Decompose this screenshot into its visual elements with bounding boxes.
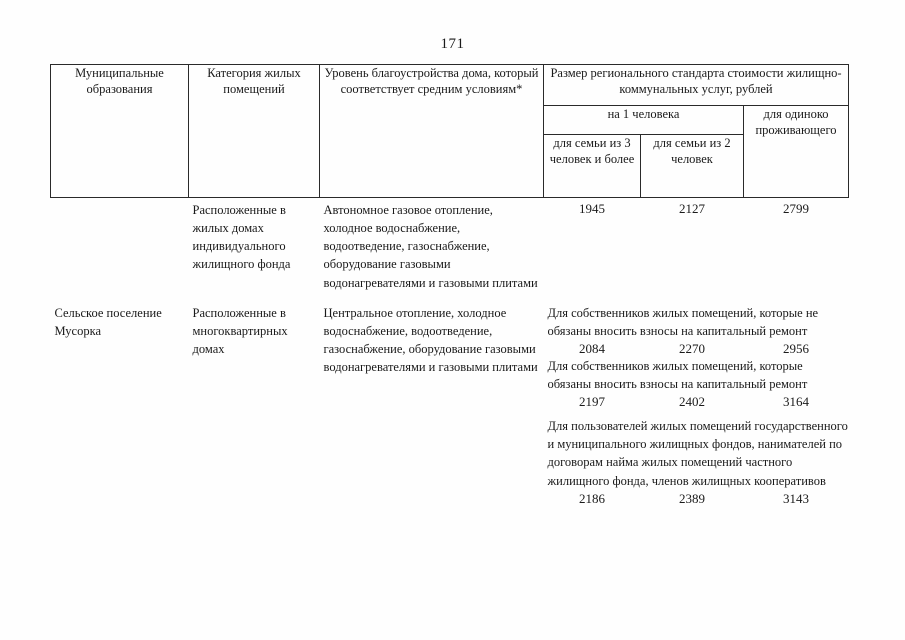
note-text: Для собственников жилых помещений, котор… <box>547 358 808 391</box>
cell-notes-group: Для собственников жилых помещений, котор… <box>544 304 849 507</box>
table-header-row-1: Муниципальные образования Категория жилы… <box>50 64 850 198</box>
cell-value-single: 2799 <box>783 201 810 216</box>
header-category: Категория жилых помещений <box>188 64 320 198</box>
header-standard-cost-group: Размер регионального стандарта стоимости… <box>542 64 850 106</box>
cell-value-family3: 2197 <box>579 394 605 410</box>
note-spacer <box>544 410 849 417</box>
cell-value-family2: 2270 <box>679 340 705 356</box>
note-text: Для пользователей жилых помещений госуда… <box>547 419 848 488</box>
cell-value-family2: 2402 <box>679 394 705 410</box>
table-header-row-3: для семьи из 3 человек и более для семьи… <box>51 134 849 198</box>
note-values: 2186 2389 3143 <box>544 491 849 507</box>
cell-value-family3: 2186 <box>579 490 605 506</box>
cell-value-family2: 2127 <box>679 201 705 216</box>
header-family-of-two: для семьи из 2 человек <box>640 134 744 198</box>
cell-category: Расположенные в многоквартирных домах <box>192 305 288 356</box>
cell-improvement: Центральное отопление, холодное водоснаб… <box>323 305 538 374</box>
cell-improvement: Автономное газовое отопление, холодное в… <box>323 203 538 290</box>
note-block: Для собственников жилых помещений, котор… <box>544 304 849 357</box>
cell-value-family3: 1945 <box>579 201 605 216</box>
table-row: Расположенные в жилых домах индивидуальн… <box>51 198 849 292</box>
table-header-row-2: на 1 человека для одиноко проживающего <box>51 105 850 198</box>
note-text: Для собственников жилых помещений, котор… <box>547 305 819 338</box>
cell-category: Расположенные в жилых домах индивидуальн… <box>192 203 291 272</box>
header-municipalities: Муниципальные образования <box>50 64 189 198</box>
cell-value-single: 2956 <box>783 340 809 356</box>
note-block: Для пользователей жилых помещений госуда… <box>544 417 849 507</box>
header-per-one-person: на 1 человека <box>543 105 744 135</box>
row-spacer <box>51 292 849 304</box>
header-single-resident: для одиноко проживающего <box>742 105 850 198</box>
page-number: 171 <box>440 36 465 52</box>
cell-municipality: Сельское поселение Мусорка <box>54 305 162 338</box>
table-row: Сельское поселение Мусорка Расположенные… <box>51 304 849 507</box>
spacer-cell <box>51 292 849 304</box>
regional-standard-table: Муниципальные образования Категория жилы… <box>50 64 850 507</box>
header-improvement-level: Уровень благоустройства дома, который со… <box>319 64 544 198</box>
note-block: Для собственников жилых помещений, котор… <box>544 357 849 410</box>
note-values: 2084 2270 2956 <box>544 341 849 357</box>
cell-value-single: 3143 <box>783 490 809 506</box>
note-values: 2197 2402 3164 <box>544 394 849 410</box>
header-family-of-three-or-more: для семьи из 3 человек и более <box>543 134 641 198</box>
cell-value-single: 3164 <box>783 394 809 410</box>
cell-value-family3: 2084 <box>579 340 605 356</box>
cell-municipality <box>51 198 189 292</box>
cell-value-family2: 2389 <box>679 490 705 506</box>
